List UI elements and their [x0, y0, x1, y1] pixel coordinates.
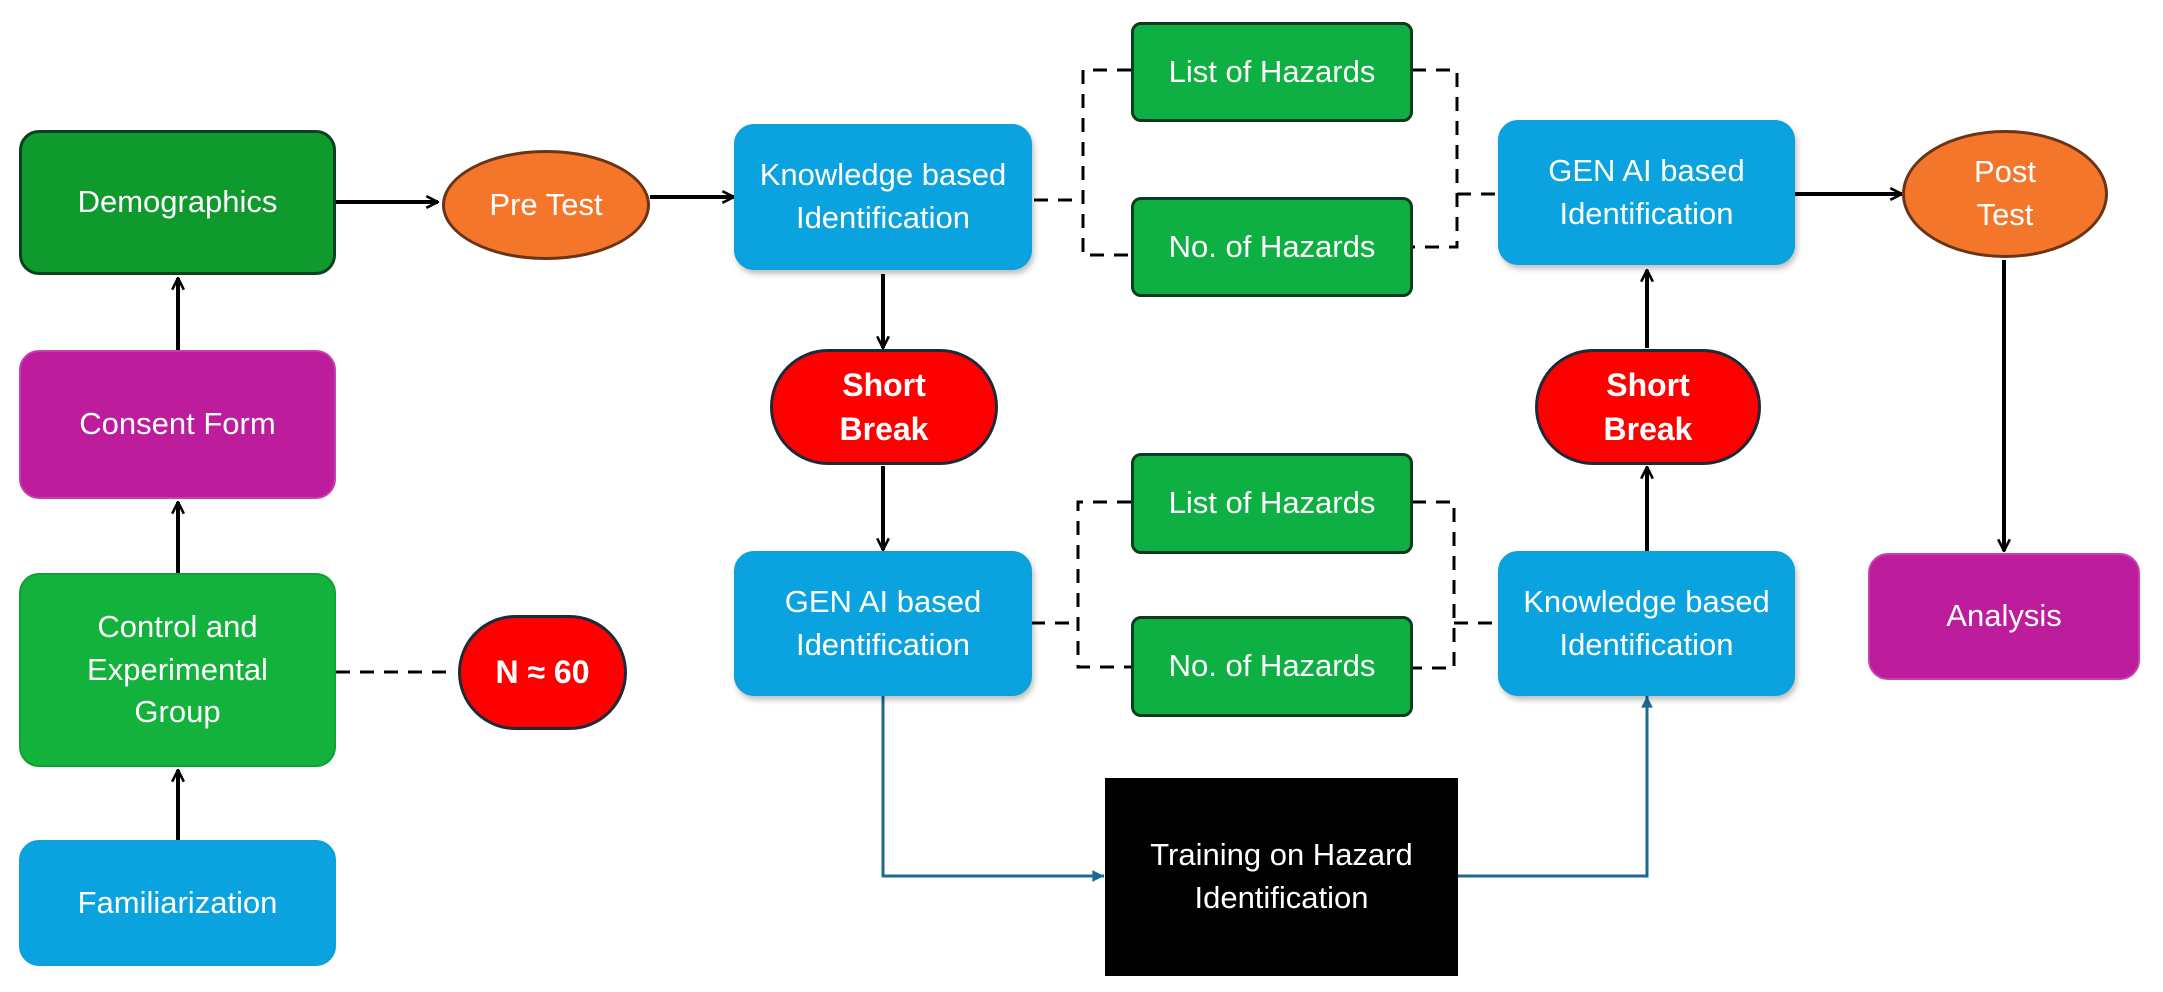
- training-hazard-identification-node: Training on Hazard Identification: [1105, 778, 1458, 976]
- number-of-hazards-top-node: No. of Hazards: [1131, 197, 1413, 297]
- dashed-bracket-bottom-left: [1031, 500, 1131, 669]
- dashed-bracket-top-left: [1034, 68, 1131, 257]
- post-test-node: Post Test: [1902, 130, 2108, 258]
- pre-test-node: Pre Test: [442, 150, 650, 260]
- gen-ai-identification-top-node: GEN AI based Identification: [1498, 120, 1795, 265]
- dashed-bracket-top-right: [1412, 68, 1497, 249]
- connector-genai-to-training: [881, 696, 1104, 882]
- short-break-left-node: Short Break: [770, 349, 998, 465]
- connector-training-to-knowledge: [1457, 696, 1653, 878]
- analysis-node: Analysis: [1868, 553, 2140, 680]
- consent-form-node: Consent Form: [19, 350, 336, 499]
- list-of-hazards-bottom-node: List of Hazards: [1131, 453, 1413, 554]
- knowledge-based-identification-bottom-node: Knowledge based Identification: [1498, 551, 1795, 696]
- familiarization-node: Familiarization: [19, 840, 336, 966]
- knowledge-based-identification-top-node: Knowledge based Identification: [734, 124, 1032, 270]
- short-break-right-node: Short Break: [1535, 349, 1761, 465]
- participant-count-badge: N ≈ 60: [458, 615, 627, 730]
- dashed-bracket-bottom-right: [1412, 500, 1497, 670]
- control-experimental-group-node: Control and Experimental Group: [19, 573, 336, 767]
- gen-ai-identification-bottom-node: GEN AI based Identification: [734, 551, 1032, 696]
- number-of-hazards-bottom-node: No. of Hazards: [1131, 616, 1413, 717]
- list-of-hazards-top-node: List of Hazards: [1131, 22, 1413, 122]
- demographics-node: Demographics: [19, 130, 336, 275]
